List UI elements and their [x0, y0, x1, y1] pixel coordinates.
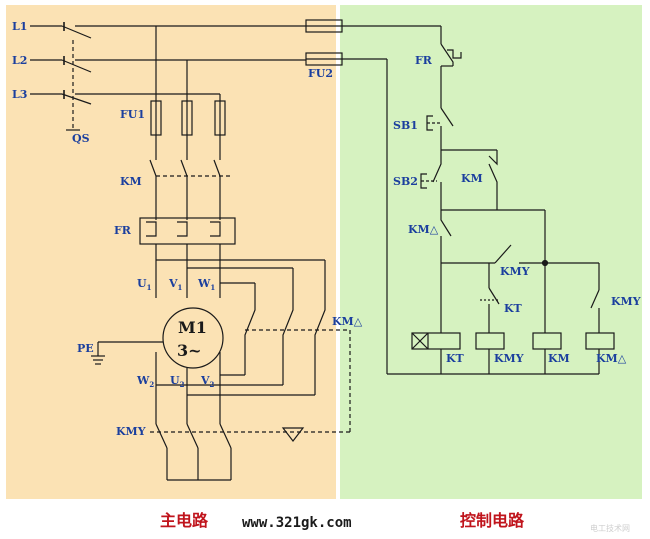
sb1-label: SB1 [393, 119, 418, 132]
line-label-l2: L2 [12, 54, 27, 67]
coil-label-kmy: KMY [494, 352, 524, 365]
terminal-u1: U1 [137, 277, 152, 292]
coil-label-km-delta: KM△ [596, 352, 627, 365]
terminal-w2: W2 [136, 374, 154, 389]
fuse-label-fu1: FU1 [120, 108, 145, 121]
km-hold-label: KM [461, 172, 483, 185]
star-contactor-label: KMY [116, 425, 146, 438]
website-label: www.321gk.com [242, 515, 352, 531]
labels: L1 L2 L3 QS FU1 FU2 KM FR U1 V1 W1 W2 U2… [12, 20, 641, 438]
control-circuit-title: 控制电路 [460, 511, 525, 530]
fuse-label-fu2: FU2 [308, 67, 333, 80]
motor-name: M1 [178, 318, 207, 337]
terminal-w1: W1 [197, 277, 215, 292]
line-label-l1: L1 [12, 20, 27, 33]
coil-label-kt: KT [446, 352, 465, 365]
terminal-u2: U2 [170, 374, 185, 389]
kt-contact-label: KT [504, 302, 523, 315]
watermark: 电工技术网 [590, 523, 630, 533]
coil-label-km: KM [548, 352, 570, 365]
line-label-l3: L3 [12, 88, 27, 101]
contactor-label-km: KM [120, 175, 142, 188]
main-circuit-title: 主电路 [160, 511, 209, 530]
delta-contactor-label: KM△ [332, 315, 363, 328]
control-circuit-panel [340, 5, 642, 499]
kmy-nc-label: KMY [500, 265, 530, 278]
overload-label-fr: FR [114, 224, 132, 237]
switch-label-qs: QS [72, 132, 90, 145]
motor-phase: 3~ [177, 341, 202, 360]
main-circuit-panel [6, 5, 336, 499]
kmy-no-label: KMY [611, 295, 641, 308]
wires [30, 19, 615, 481]
sb2-label: SB2 [393, 175, 418, 188]
terminal-v1: V1 [168, 277, 183, 292]
km-delta-nc-label: KM△ [408, 223, 439, 236]
terminal-v2: V2 [200, 374, 215, 389]
control-fr-label: FR [415, 54, 433, 67]
ground-label-pe: PE [77, 342, 94, 355]
